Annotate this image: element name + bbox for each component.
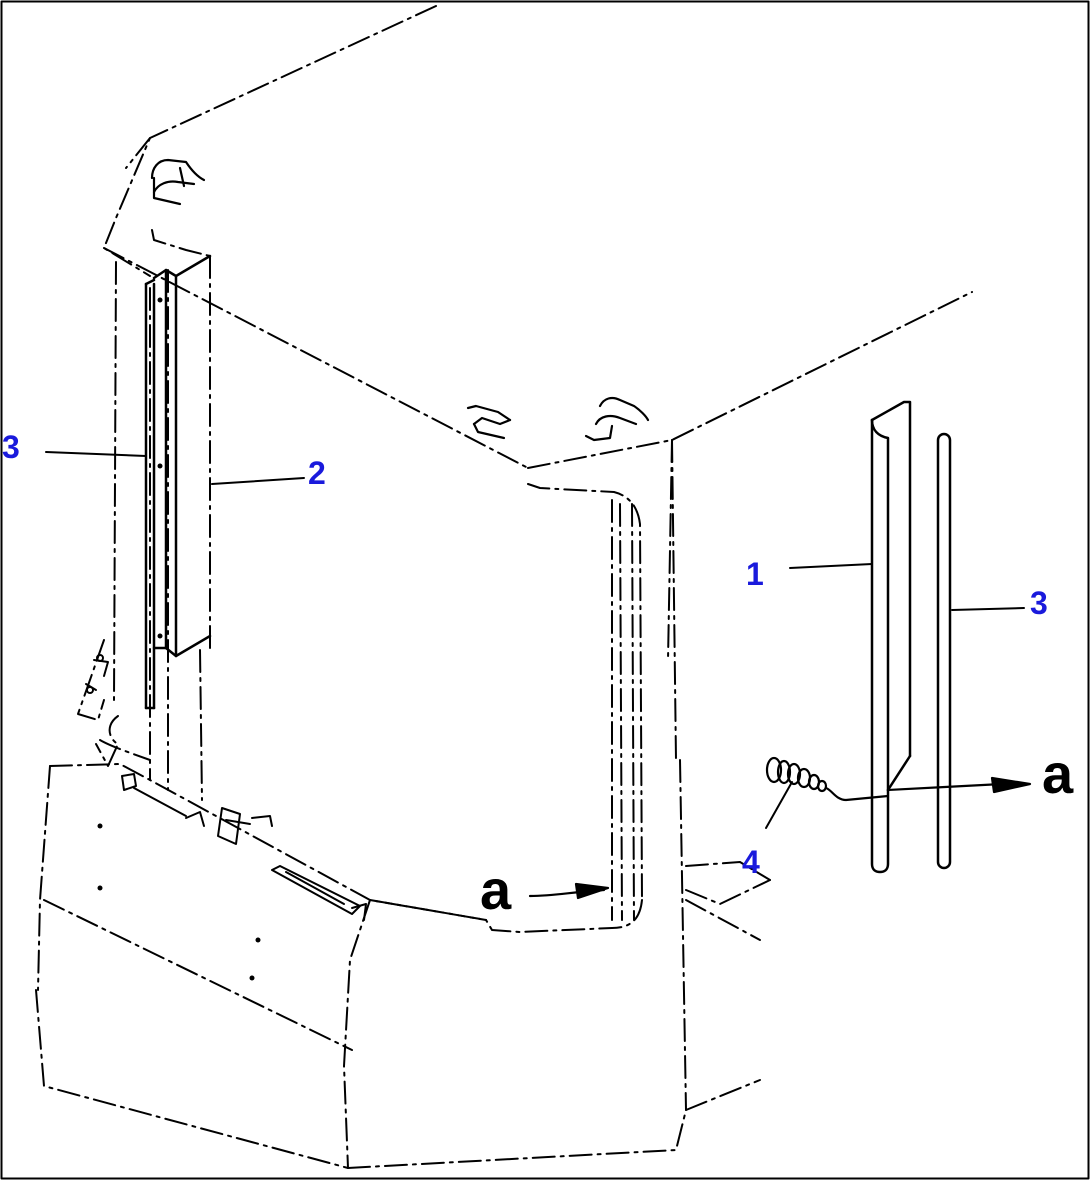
roof-hook-middle bbox=[466, 404, 512, 440]
console-bolts bbox=[97, 823, 261, 981]
leader-1 bbox=[789, 563, 873, 569]
part-3-exploded bbox=[936, 432, 952, 870]
part-4-screw bbox=[765, 756, 890, 802]
leader-4 bbox=[765, 781, 793, 829]
callout-3-left: 3 bbox=[2, 429, 20, 465]
view-label-a-right: a bbox=[1042, 742, 1074, 805]
callout-1: 1 bbox=[746, 556, 764, 592]
front-pillar bbox=[113, 229, 211, 801]
console-details bbox=[85, 654, 367, 921]
cab-roof bbox=[103, 5, 973, 1111]
leader-lines bbox=[45, 451, 1025, 829]
floor-step bbox=[685, 861, 771, 1111]
callout-3-right: 3 bbox=[1030, 585, 1048, 621]
window-frame bbox=[485, 483, 643, 933]
part-2-installed bbox=[152, 254, 212, 658]
callout-2: 2 bbox=[308, 455, 326, 491]
part-2-screws bbox=[157, 297, 163, 639]
part-3-installed bbox=[144, 278, 156, 710]
leader-3-right bbox=[951, 607, 1025, 611]
view-label-a-left: a bbox=[480, 858, 512, 921]
leader-3-left bbox=[45, 451, 147, 457]
part-1-exploded bbox=[870, 400, 912, 874]
console-box bbox=[35, 639, 687, 1169]
leader-2 bbox=[211, 477, 305, 485]
roof-hook-right bbox=[584, 396, 650, 442]
callout-4: 4 bbox=[742, 844, 760, 880]
view-arrow-left bbox=[528, 882, 610, 900]
roof-hook-left bbox=[150, 158, 206, 206]
view-arrow-right bbox=[886, 776, 1032, 794]
